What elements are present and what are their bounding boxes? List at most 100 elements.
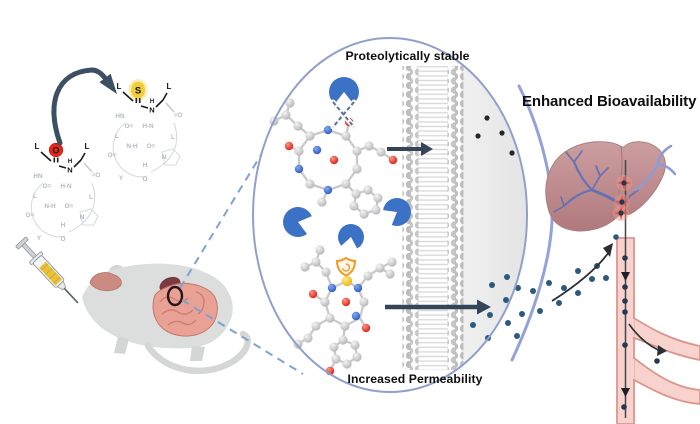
sulfur-atom [341, 275, 353, 287]
ring-label: N [80, 214, 85, 221]
amide-n-label: N [149, 106, 154, 115]
permeation-arrow-top [387, 142, 433, 156]
arrowhead [603, 243, 613, 257]
hepatic-vein-branch-right [634, 144, 677, 192]
bond-gray [165, 102, 175, 113]
syringe-graduations [40, 263, 61, 284]
ring-label: N-H [44, 203, 56, 210]
arrowhead [657, 345, 667, 356]
vessel-branch-lower [633, 356, 700, 405]
lipid-heads-outer-right [455, 66, 464, 370]
ring-label: L [171, 134, 175, 141]
ring-label: Y [119, 175, 124, 182]
ring-label: L [33, 193, 37, 200]
arrowhead [477, 299, 491, 315]
cytosol-shading [461, 39, 526, 391]
nitrogen-atoms [294, 125, 333, 195]
permeated-dots-permeable [470, 274, 525, 341]
ring-label: Y [37, 235, 42, 242]
branch-flow-arrow [628, 323, 667, 356]
amide-h-label: H [150, 99, 154, 105]
ring-label: =O [92, 172, 101, 179]
carbon-atoms [293, 245, 397, 369]
peptide-ring-sketch [112, 122, 181, 178]
permeation-arrow-bottom [385, 299, 491, 315]
ring-label: O= [147, 143, 156, 150]
magnifier-clipped-content [402, 39, 526, 391]
intestine-folds [159, 291, 205, 326]
residue-label: L [35, 142, 40, 151]
amide-bonds [40, 151, 86, 169]
magnifier-callout-lines [179, 144, 304, 375]
vessel-junction-patch [629, 359, 635, 379]
amide-n-label: N [67, 166, 72, 175]
liver-fissure [617, 145, 623, 197]
oxygen-atoms [308, 289, 371, 376]
ring-label: N [162, 154, 167, 161]
label-proteolytically-stable: Proteolytically stable [345, 49, 470, 63]
mouse-lungs [89, 272, 122, 292]
magnifier-ellipse-border [252, 37, 528, 393]
uptake-arrow [551, 243, 613, 302]
structure-after-thioamide: HN O= H-N =O L L N-H O= O= N H Y O S L L… [108, 79, 183, 183]
nitrogen-atoms [327, 283, 363, 321]
protease-icon [283, 206, 312, 237]
permeated-dots-stable [475, 115, 515, 156]
arrowhead [421, 142, 433, 156]
syringe-needle [63, 287, 79, 304]
blood-vessel-icon [616, 237, 700, 424]
sulfur-highlight-circle [131, 81, 145, 99]
ring-label: H-N [142, 123, 154, 130]
transformation-arrow [51, 67, 117, 146]
syringe-icon [15, 236, 79, 304]
lipid-bilayer-membrane-icon [402, 66, 464, 370]
residue-label: L [167, 82, 172, 91]
label-increased-permeability: Increased Permeability [347, 372, 483, 386]
ring-label: H [61, 222, 66, 229]
blocked-cleavage-x-icon [330, 99, 357, 130]
ring-label: =O [174, 112, 183, 119]
oxygen-atom-label: O [52, 146, 59, 156]
magnified-region-marker [166, 285, 184, 307]
mouse-tail [144, 330, 251, 375]
ring-label: L [89, 194, 93, 201]
ring-label: O= [43, 183, 52, 190]
flow-arrowhead [621, 388, 630, 397]
ring-label: O= [108, 152, 117, 159]
sulfur-atom-label: S [135, 86, 141, 97]
bond-gray [83, 162, 93, 173]
protease-icon [337, 224, 364, 249]
carbon-atoms [269, 98, 386, 219]
hepatic-vein-tree [553, 150, 639, 213]
ring-label: H [143, 162, 148, 169]
dots-in-vessel [621, 255, 660, 410]
amide-h-label: H [68, 159, 72, 165]
lipid-heads-inner-right [447, 66, 456, 370]
ring-label: L [115, 133, 119, 140]
ring-label: O [61, 236, 66, 243]
ring-label: N-H [126, 143, 138, 150]
protease-icon-blocked [329, 76, 359, 104]
structure-before-amide: HN O= H-N =O L L N-H O= O= N H Y O O L L… [26, 142, 101, 243]
cyclic-peptide-3d-thioamide [293, 245, 397, 376]
ring-label: O= [26, 212, 35, 219]
shield-icon [335, 256, 357, 277]
absorption-burst [616, 175, 632, 191]
ring-label: H-N [60, 183, 72, 190]
ring-label: O [143, 176, 148, 183]
thioamide-bonds [122, 91, 168, 109]
lipid-heads-inner-left [410, 66, 419, 370]
syringe-liquid [39, 261, 63, 286]
ring-label: HN [33, 173, 43, 180]
ring-label: O= [125, 123, 134, 130]
flow-arrowhead [621, 272, 630, 281]
ring-label: HN [115, 113, 125, 120]
vessel-branch-upper [633, 316, 700, 361]
mouse-legs [114, 336, 205, 361]
ring-label: O= [65, 203, 74, 210]
absorption-burst [613, 205, 629, 221]
residue-label: L [117, 82, 122, 91]
lipid-tails [418, 66, 448, 370]
